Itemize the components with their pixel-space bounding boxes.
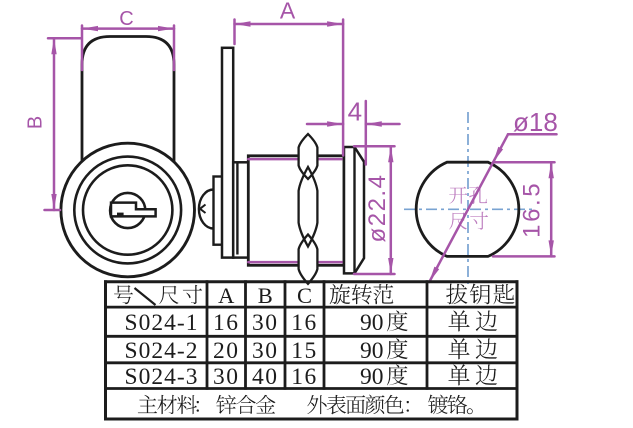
svg-text:30: 30	[213, 364, 240, 390]
svg-text:16.5: 16.5	[519, 181, 546, 238]
svg-text:30: 30	[252, 310, 279, 336]
svg-text:B: B	[25, 116, 47, 129]
svg-text:A: A	[218, 283, 235, 308]
svg-text:C: C	[297, 283, 312, 308]
svg-text:16: 16	[291, 364, 318, 390]
svg-text:90: 90	[360, 310, 384, 336]
svg-text:90: 90	[360, 338, 384, 364]
svg-text:4: 4	[348, 97, 362, 127]
svg-text:ø22.4: ø22.4	[364, 174, 391, 243]
svg-text:90: 90	[360, 364, 384, 390]
svg-text:16: 16	[291, 310, 318, 336]
svg-text:A: A	[280, 0, 296, 24]
svg-text:ø18: ø18	[513, 107, 558, 137]
svg-text:16: 16	[213, 310, 240, 336]
svg-text:30: 30	[252, 338, 279, 364]
svg-text:15: 15	[291, 338, 318, 364]
svg-text:S024-2: S024-2	[125, 338, 199, 364]
svg-text:20: 20	[213, 338, 240, 364]
svg-text:40: 40	[252, 364, 279, 390]
svg-text:C: C	[119, 8, 133, 30]
svg-text:S024-1: S024-1	[125, 310, 199, 336]
svg-text:B: B	[258, 283, 273, 308]
svg-text:S024-3: S024-3	[125, 364, 199, 390]
